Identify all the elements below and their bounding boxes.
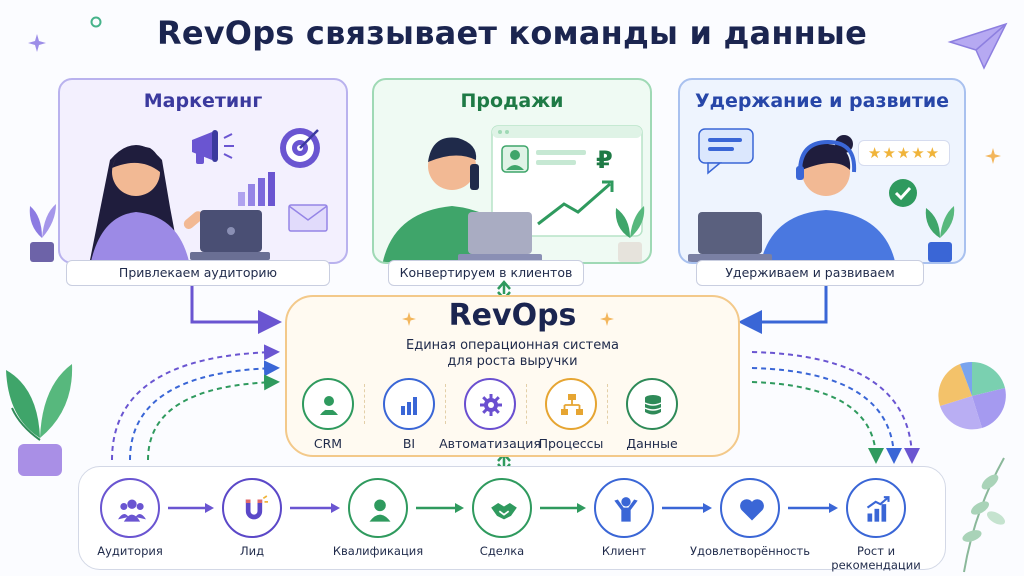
revops-subtitle-line2: для роста выручки (447, 354, 578, 369)
crm-card-icon (491, 125, 643, 237)
sparkle-icon (402, 312, 416, 326)
journey-step-7[interactable] (846, 478, 906, 538)
tool-label: Процессы (538, 436, 604, 451)
plant-icon (29, 204, 56, 262)
heart-icon (740, 499, 764, 521)
journey-step-label: Сделка (479, 544, 525, 558)
tool-crm-button[interactable] (302, 378, 354, 430)
person-icon (320, 396, 338, 415)
sales-caption: Конвертируем в клиентов (388, 260, 584, 286)
ring-icon (90, 16, 102, 28)
journey-step-label: Клиент (601, 544, 647, 558)
tool-label: Данные (626, 436, 678, 451)
target-icon (280, 128, 320, 168)
journey-step-label: Квалификация (332, 544, 424, 558)
retention-caption: Удерживаем и развиваем (696, 260, 924, 286)
people-icon (118, 499, 146, 522)
check-circle-icon (889, 179, 917, 207)
tool-данные-button[interactable] (626, 378, 678, 430)
currency-symbol: ₽ (596, 146, 613, 174)
org-chart-icon (561, 394, 583, 415)
tool-label: CRM (313, 436, 343, 451)
sales-panel: Продажи ₽ (372, 78, 652, 264)
plant-icon (925, 206, 955, 262)
sales-title: Продажи (460, 90, 564, 112)
tool-label: BI (402, 436, 416, 451)
journey-step-label: Рост и рекомендации (831, 544, 921, 572)
sparkle-icon (600, 312, 614, 326)
journey-step-label: Лид (239, 544, 265, 558)
pie-chart-icon (938, 361, 1006, 430)
bar-chart-icon (401, 397, 417, 415)
sparkle-icon (28, 34, 46, 52)
revops-core (285, 295, 740, 457)
tool-bi-button[interactable] (383, 378, 435, 430)
journey-step-3[interactable] (348, 478, 408, 538)
laptop-icon (190, 210, 270, 260)
tool-label: Автоматизация (439, 436, 541, 451)
page-title: RevOps связывает команды и данные (157, 14, 867, 52)
journey-step-1[interactable] (100, 478, 160, 538)
journey-step-4[interactable] (472, 478, 532, 538)
magnet-icon (245, 495, 268, 520)
retention-panel: Удержание и развитие ★★★★★ (678, 78, 966, 264)
journey-arrow (540, 503, 586, 513)
handshake-icon (491, 503, 517, 520)
journey-step-6[interactable] (720, 478, 780, 538)
journey-step-5[interactable] (594, 478, 654, 538)
tool-divider (445, 384, 446, 424)
database-icon (644, 395, 662, 415)
support-agent-illustration (760, 135, 896, 262)
journey-arrow (662, 503, 712, 513)
journey-arrow (168, 503, 214, 513)
happy-person-icon (614, 497, 638, 522)
rating-stars: ★★★★★ (867, 144, 941, 162)
journey-arrow (788, 503, 838, 513)
retention-title: Удержание и развитие (694, 90, 950, 112)
sparkle-icon (985, 148, 1001, 164)
journey-step-label: Удовлетворённость (690, 544, 810, 558)
journey-step-2[interactable] (222, 478, 282, 538)
gear-icon (480, 394, 502, 416)
leaf-branch-icon (962, 457, 1006, 573)
paper-plane-icon (947, 22, 1008, 70)
tool-divider (364, 384, 365, 424)
bar-chart-icon (238, 172, 275, 206)
plant-icon (615, 206, 645, 262)
chat-bubble-icon (698, 128, 754, 175)
envelope-icon (288, 204, 328, 232)
marketing-caption: Привлекаем аудиторию (66, 260, 330, 286)
plant-icon (6, 364, 73, 476)
journey-arrow (416, 503, 464, 513)
growth-chart-icon (866, 496, 890, 522)
tool-процессы-button[interactable] (545, 378, 597, 430)
megaphone-icon (192, 130, 234, 164)
journey-arrow (290, 503, 340, 513)
rating-card: ★★★★★ (858, 140, 950, 166)
user-icon (369, 499, 391, 522)
revops-title: RevOps (448, 298, 577, 333)
tool-divider (607, 384, 608, 424)
marketer-illustration (90, 145, 204, 262)
tool-divider (526, 384, 527, 424)
marketing-panel: Маркетинг (58, 78, 348, 264)
journey-step-label: Аудитория (97, 544, 163, 558)
revops-subtitle-line1: Единая операционная система (406, 338, 619, 353)
tool-автоматизация-button[interactable] (464, 378, 516, 430)
marketing-title: Маркетинг (143, 90, 263, 112)
